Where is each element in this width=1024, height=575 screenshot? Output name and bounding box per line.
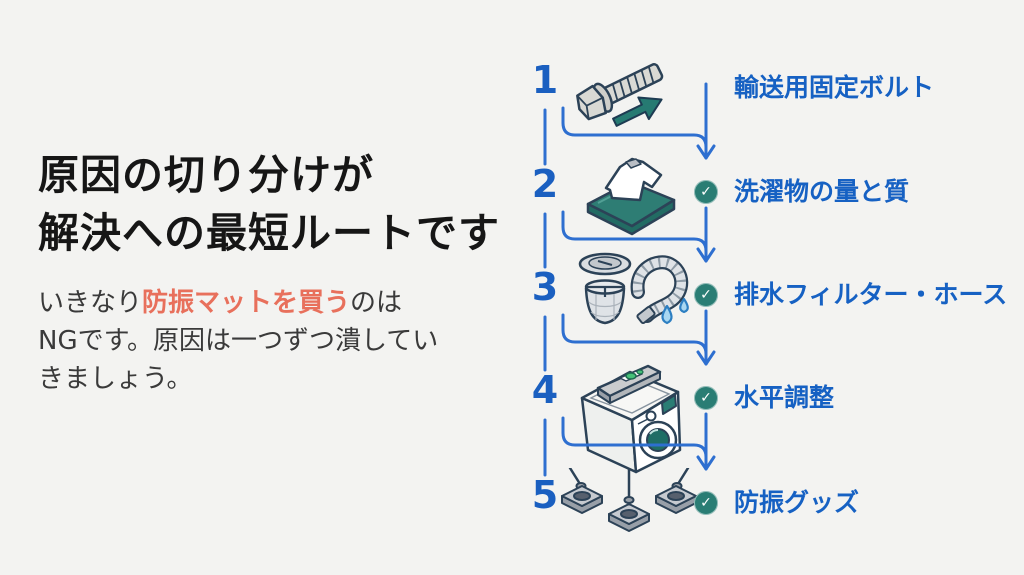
body-line3: きましょう。 [38, 364, 193, 394]
steps-panel: 1 2 3 4 5 ✓ ✓ ✓ ✓ 輸送用固定ボルト 洗濯物の量と質 排水フィル… [524, 30, 1024, 575]
step-2-number: 2 [531, 162, 559, 206]
shipping-bolt-icon [568, 44, 683, 128]
step-4-label: 水平調整 [734, 383, 835, 412]
step-5-label: 防振グッズ [734, 488, 860, 517]
headline-line1: 原因の切り分けが [38, 151, 374, 199]
drain-filter-hose-icon [572, 250, 694, 338]
body-line1: いきなり防振マットを買うのは [38, 288, 403, 318]
step-5-number: 5 [531, 473, 559, 517]
step-3-label: 排水フィルター・ホース [734, 280, 1008, 309]
anti-vibration-pads-icon [560, 468, 700, 542]
step-1-number: 1 [531, 58, 559, 102]
check-icon: ✓ [694, 283, 718, 307]
check-icon: ✓ [694, 180, 718, 204]
step-2-label: 洗濯物の量と質 [734, 177, 910, 206]
highlight-text: 防振マットを買う [142, 288, 351, 318]
check-icon: ✓ [694, 491, 718, 515]
body-line2: NGです。原因は一つずつ潰してい [38, 326, 439, 356]
headline-line2: 解決への最短ルートです [38, 209, 500, 257]
body-paragraph: いきなり防振マットを買うのは NGです。原因は一つずつ潰してい きましょう。 [38, 284, 438, 398]
step-1-label: 輸送用固定ボルト [734, 73, 935, 102]
step-4-number: 4 [531, 368, 559, 412]
page-title: 原因の切り分けが 解決への最短ルートです [38, 146, 500, 262]
washing-machine-level-icon [574, 358, 688, 474]
step-3-number: 3 [531, 265, 559, 309]
check-icon: ✓ [694, 386, 718, 410]
laundry-icon [576, 146, 686, 238]
